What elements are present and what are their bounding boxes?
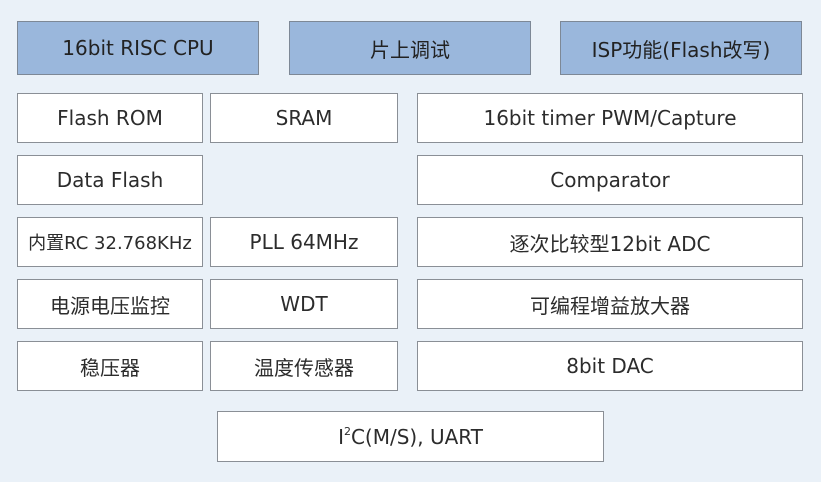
dac-label: 8bit DAC xyxy=(566,354,654,378)
on-chip-debug-label: 片上调试 xyxy=(370,37,450,62)
isp-label: ISP功能(Flash改写) xyxy=(591,37,771,62)
comparator-block: Comparator xyxy=(417,155,803,205)
dac-block: 8bit DAC xyxy=(417,341,803,391)
flash-rom-block: Flash ROM xyxy=(17,93,203,143)
voltage-monitor-block: 电源电压监控 xyxy=(17,279,203,329)
flash-rom-label: Flash ROM xyxy=(57,106,163,130)
data-flash-block: Data Flash xyxy=(17,155,203,205)
sram-label: SRAM xyxy=(275,106,333,130)
sram-block: SRAM xyxy=(210,93,398,143)
pll-label: PLL 64MHz xyxy=(249,230,359,254)
pga-block: 可编程增益放大器 xyxy=(417,279,803,329)
temperature-sensor-label: 温度传感器 xyxy=(254,355,354,380)
timer-block: 16bit timer PWM/Capture xyxy=(417,93,803,143)
temperature-sensor-block: 温度传感器 xyxy=(210,341,398,391)
cpu-block: 16bit RISC CPU xyxy=(17,21,259,75)
wdt-label: WDT xyxy=(280,292,328,316)
internal-rc-label: 内置RC 32.768KHz xyxy=(28,233,192,254)
adc-label: 逐次比较型12bit ADC xyxy=(509,231,711,256)
wdt-block: WDT xyxy=(210,279,398,329)
timer-label: 16bit timer PWM/Capture xyxy=(483,106,737,130)
adc-block: 逐次比较型12bit ADC xyxy=(417,217,803,267)
pga-label: 可编程增益放大器 xyxy=(530,293,690,318)
regulator-label: 稳压器 xyxy=(80,355,140,380)
serial-suffix: C(M/S), UART xyxy=(350,424,483,449)
serial-superscript: 2 xyxy=(343,424,351,438)
cpu-label: 16bit RISC CPU xyxy=(62,36,214,60)
serial-interface-block: I2C(M/S), UART xyxy=(217,411,604,462)
data-flash-label: Data Flash xyxy=(56,168,164,192)
regulator-block: 稳压器 xyxy=(17,341,203,391)
serial-interface-label: I2C(M/S), UART xyxy=(338,425,483,449)
on-chip-debug-block: 片上调试 xyxy=(289,21,531,75)
comparator-label: Comparator xyxy=(550,168,670,192)
isp-block: ISP功能(Flash改写) xyxy=(560,21,802,75)
serial-prefix: I xyxy=(338,424,344,449)
internal-rc-block: 内置RC 32.768KHz xyxy=(17,217,203,267)
pll-block: PLL 64MHz xyxy=(210,217,398,267)
voltage-monitor-label: 电源电压监控 xyxy=(50,293,170,318)
